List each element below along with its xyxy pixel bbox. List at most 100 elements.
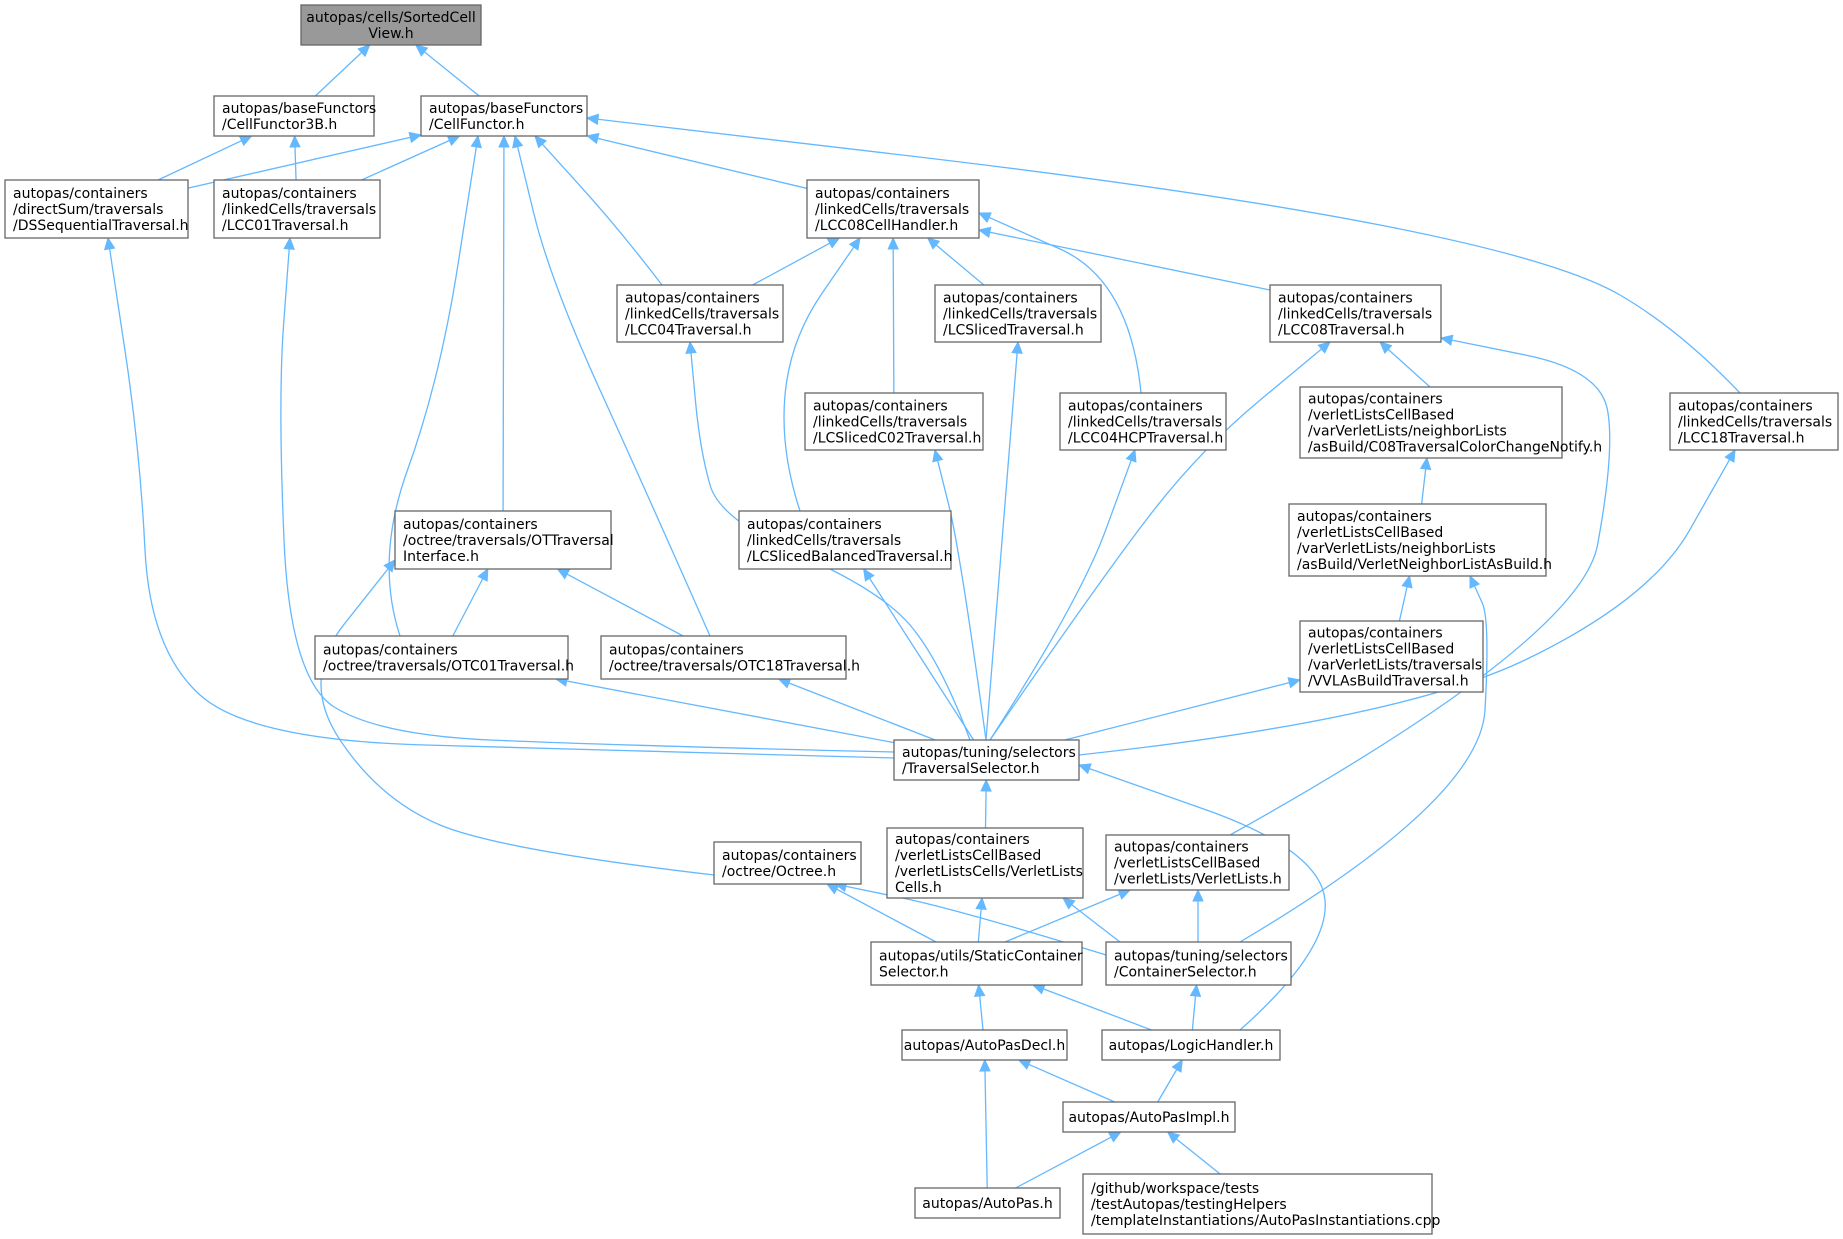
node-verletlistscells[interactable]: autopas/containers/verletListsCellBased/…: [886, 827, 1084, 899]
node-box: [300, 4, 482, 46]
arrowhead: [926, 237, 941, 250]
node-box: [893, 739, 1080, 781]
node-traversalselector[interactable]: autopas/tuning/selectors/TraversalSelect…: [893, 739, 1080, 781]
node-logichandler[interactable]: autopas/LogicHandler.h: [1101, 1029, 1281, 1061]
edge-traversalselector-includes-vvlasbuild: [1064, 677, 1302, 741]
edge-autopasimpl-includes-autopasdecl: [1017, 1059, 1115, 1103]
edge-line: [1420, 468, 1427, 505]
node-box: [213, 95, 375, 137]
arrowhead: [104, 236, 116, 251]
node-box: [934, 284, 1102, 343]
node-c08colorchange[interactable]: autopas/containers/verletListsCellBased/…: [1299, 386, 1602, 459]
edge-line: [280, 248, 895, 753]
node-octree[interactable]: autopas/containers/octree/Octree.h: [713, 841, 862, 885]
edge-line: [502, 146, 505, 512]
node-label-line: autopas/AutoPas.h: [922, 1196, 1053, 1212]
node-box: [213, 179, 381, 239]
node-cellfunctor3b[interactable]: autopas/baseFunctors/CellFunctor3B.h: [213, 95, 376, 137]
node-label-line: autopas/LogicHandler.h: [1109, 1038, 1274, 1054]
node-label-line: autopas/containers: [609, 643, 744, 659]
node-label-line: /verletListsCellBased: [895, 848, 1041, 864]
node-label-line: /linkedCells/traversals: [1068, 415, 1222, 431]
node-label-line: autopas/baseFunctors: [429, 101, 583, 117]
node-autopasdecl[interactable]: autopas/AutoPasDecl.h: [901, 1029, 1068, 1061]
edge-line: [984, 790, 987, 829]
edge-traversalselector-includes-lcslicedbalanced: [862, 567, 975, 741]
edge-line: [452, 578, 484, 637]
node-ottraversalinterface[interactable]: autopas/containers/octree/traversals/OTT…: [394, 510, 614, 570]
node-lcslicedc02[interactable]: autopas/containers/linkedCells/traversal…: [804, 392, 984, 451]
node-box: [1105, 941, 1292, 986]
node-box: [600, 635, 847, 680]
node-box: [806, 179, 980, 239]
node-autopasinstantiations[interactable]: /github/workspace/tests/testAutopas/test…: [1082, 1173, 1440, 1235]
node-verletlists[interactable]: autopas/containers/verletListsCellBased/…: [1105, 834, 1290, 891]
node-label-line: /linkedCells/traversals: [747, 533, 901, 549]
node-label-line: /varVerletLists/traversals: [1308, 658, 1482, 674]
node-otc18[interactable]: autopas/containers/octree/traversals/OTC…: [600, 635, 860, 680]
node-label-line: autopas/containers: [1278, 291, 1413, 307]
edge-lcslicedbalanced-includes-lcc08cellhandler: [783, 237, 861, 512]
edge-line: [1004, 893, 1121, 943]
node-label-line: /VVLAsBuildTraversal.h: [1308, 674, 1469, 690]
arrowhead: [685, 340, 697, 354]
node-label-line: /linkedCells/traversals: [815, 202, 969, 218]
node-containerselector[interactable]: autopas/tuning/selectors/ContainerSelect…: [1105, 941, 1292, 986]
arrowhead: [1017, 1059, 1032, 1070]
node-vvlasbuild[interactable]: autopas/containers/verletListsCellBased/…: [1299, 620, 1484, 693]
node-box: [1105, 834, 1290, 891]
node-label-line: Selector.h: [879, 965, 949, 981]
node-autopas[interactable]: autopas/AutoPas.h: [914, 1187, 1061, 1219]
edge-traversalselector-includes-dssequential: [104, 236, 895, 759]
edge-otc18-includes-ottraversalinterface: [556, 568, 684, 637]
edge-line: [788, 682, 936, 741]
edge-containerselector-includes-verletlistscells: [1062, 897, 1121, 943]
arrowhead: [1192, 888, 1204, 902]
node-lcc08cellhandler[interactable]: autopas/containers/linkedCells/traversal…: [806, 179, 980, 239]
node-label-line: /LCC08Traversal.h: [1278, 323, 1404, 339]
arrowhead: [357, 44, 371, 58]
edge-line: [989, 460, 1132, 741]
node-lcc04hcp[interactable]: autopas/containers/linkedCells/traversal…: [1059, 392, 1227, 451]
node-label-line: autopas/containers: [323, 643, 458, 659]
node-lcc18[interactable]: autopas/containers/linkedCells/traversal…: [1669, 392, 1839, 451]
node-autopasimpl[interactable]: autopas/AutoPasImpl.h: [1062, 1101, 1236, 1133]
edge-line: [1239, 585, 1488, 943]
edge-line: [1229, 339, 1611, 836]
node-label-line: /CellFunctor3B.h: [222, 117, 337, 133]
edge-line: [1028, 1063, 1115, 1103]
edge-line: [989, 231, 1271, 291]
edge-line: [361, 139, 450, 181]
node-box: [314, 635, 569, 680]
node-label-line: autopas/baseFunctors: [222, 101, 376, 117]
node-verletneighborlistasbuild[interactable]: autopas/containers/verletListsCellBased/…: [1288, 503, 1552, 577]
edge-logichandler-includes-containerselector: [1189, 983, 1202, 1031]
edge-traversalselector-includes-lcc18: [1078, 448, 1736, 756]
edge-lcc08cellhandler-includes-cellfunctor: [585, 132, 808, 190]
edge-lcc04-includes-cellfunctor: [534, 135, 663, 286]
edge-octree-includes-ottraversalinterface: [320, 559, 715, 876]
node-box: [1062, 1101, 1236, 1133]
node-otc01[interactable]: autopas/containers/octree/traversals/OTC…: [314, 635, 574, 680]
node-label-line: autopas/containers: [813, 399, 948, 415]
node-lcslicedbalanced[interactable]: autopas/containers/linkedCells/traversal…: [738, 510, 952, 570]
node-lcsliced[interactable]: autopas/containers/linkedCells/traversal…: [934, 284, 1102, 343]
node-label-line: autopas/containers: [722, 848, 857, 864]
node-dssequential[interactable]: autopas/containers/directSum/traversals/…: [4, 179, 189, 239]
node-lcc08[interactable]: autopas/containers/linkedCells/traversal…: [1269, 284, 1442, 343]
node-label-line: /linkedCells/traversals: [1278, 307, 1432, 323]
edge-line: [979, 995, 984, 1031]
edge-otc01-includes-ottraversalinterface: [452, 567, 489, 637]
arrowhead: [289, 134, 301, 148]
node-lcc01[interactable]: autopas/containers/linkedCells/traversal…: [213, 179, 381, 239]
arrowhead: [980, 778, 992, 792]
edge-line: [783, 246, 855, 512]
node-cellfunctor[interactable]: autopas/baseFunctors/CellFunctor.h: [420, 95, 588, 137]
node-lcc04[interactable]: autopas/containers/linkedCells/traversal…: [616, 284, 784, 343]
arrowhead: [1724, 448, 1736, 463]
node-box: [886, 827, 1084, 899]
edge-otc18-includes-cellfunctor: [512, 134, 711, 637]
edge-verletlistscells-includes-traversalselector: [980, 778, 992, 829]
